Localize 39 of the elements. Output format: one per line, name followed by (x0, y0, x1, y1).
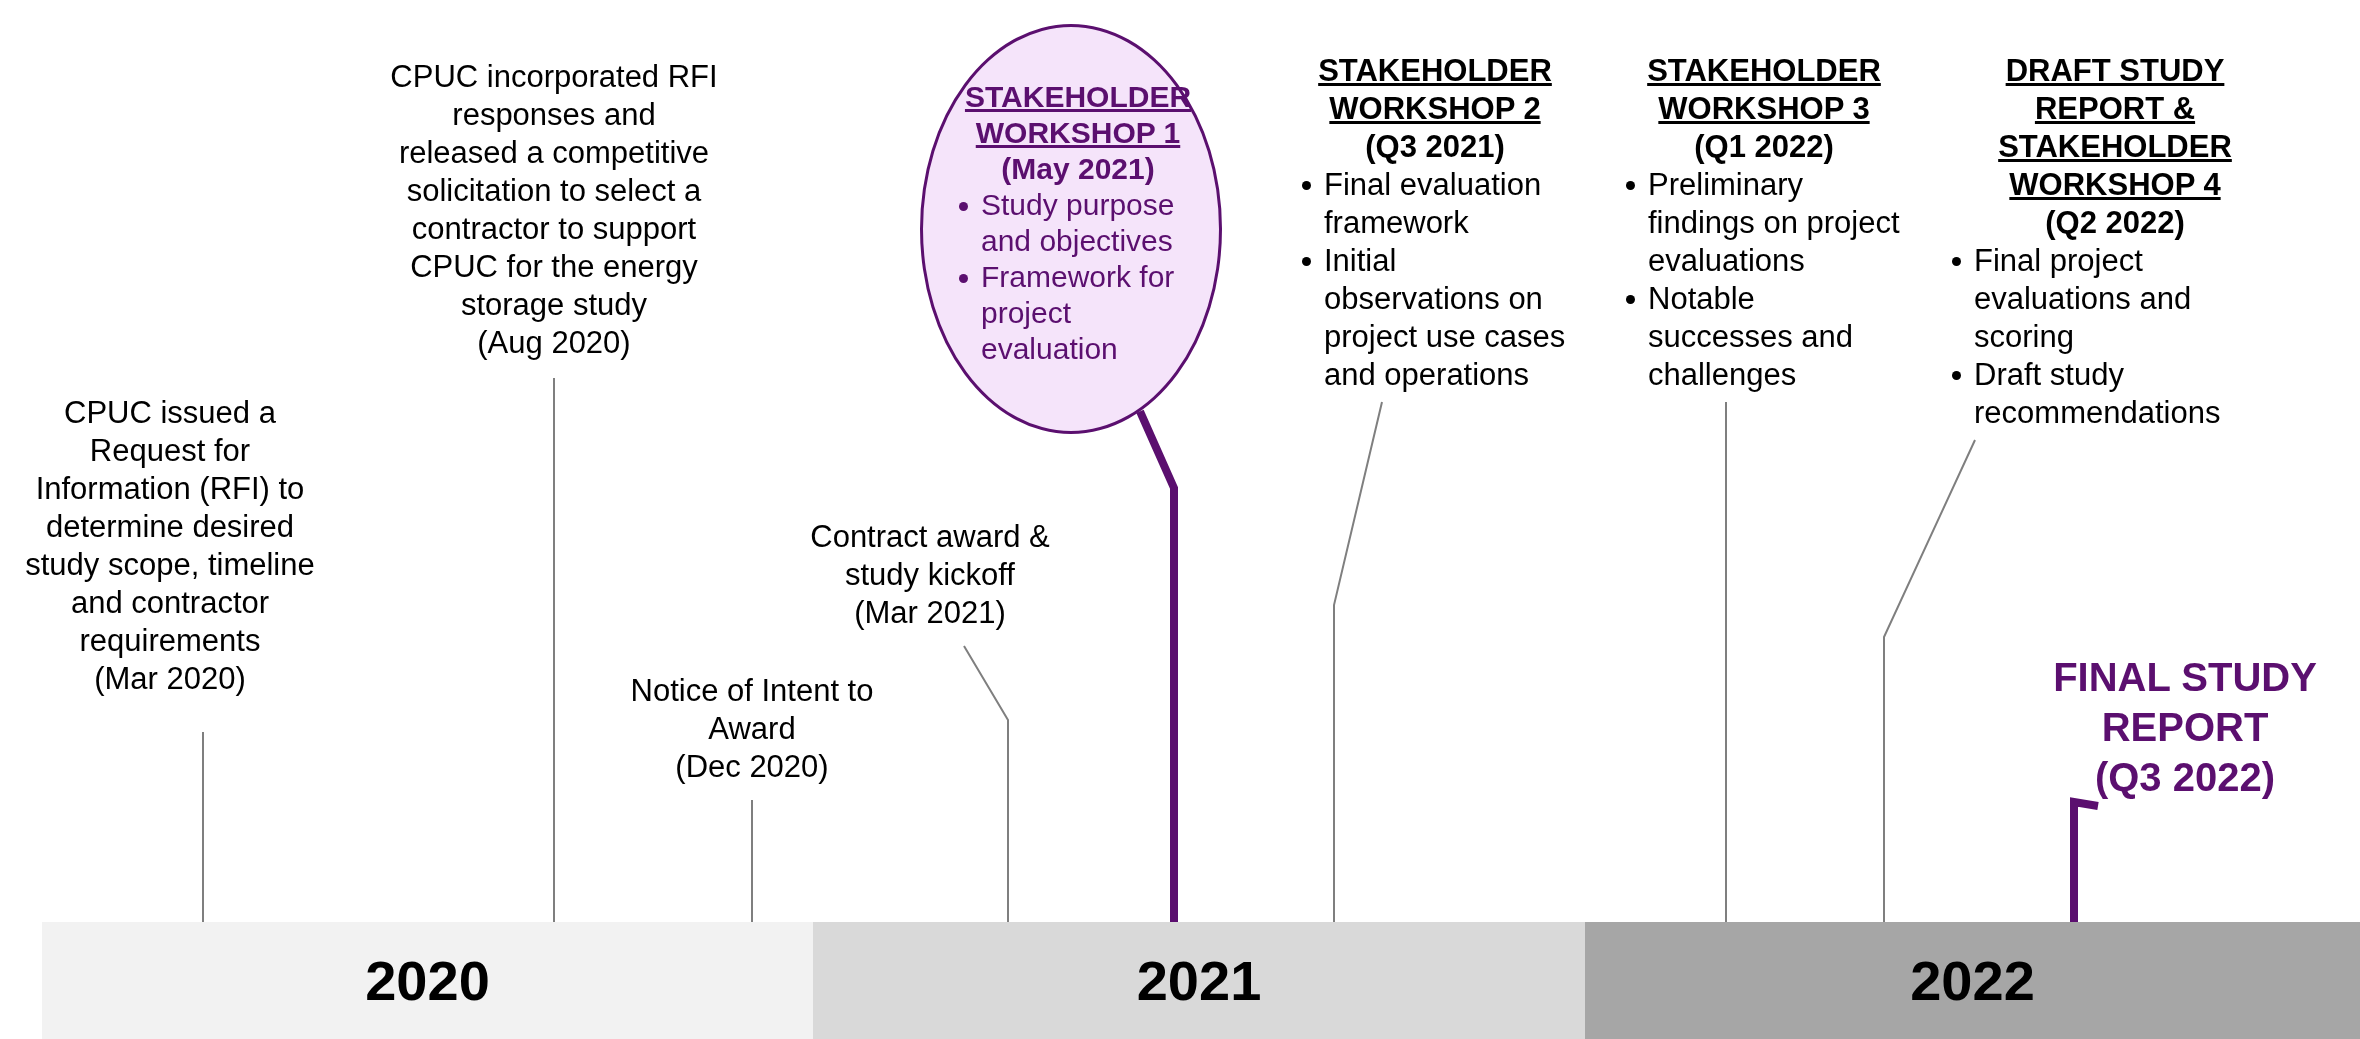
bullet-item: Draft study recommendations (1950, 356, 2280, 432)
bullet-item: Preliminary findings on project evaluations (1624, 166, 1904, 280)
workshop-date: (May 2021) (1000, 151, 1156, 187)
workshop-heading: DRAFT STUDY REPORT & STAKEHOLDER WORKSHOP 4 (1997, 52, 2233, 204)
year-label: 2021 (1136, 948, 1262, 1013)
leader-line (963, 645, 1009, 923)
year-band (1585, 922, 2360, 1039)
bullet-item: Study purpose and objectives (957, 187, 1199, 259)
bullet-item: Initial observations on project use cases and operations (1300, 242, 1570, 394)
leader-line (1333, 401, 1383, 923)
year-band (42, 922, 813, 1039)
leader-line (202, 731, 204, 923)
workshop-date: (Q3 2021) (1364, 128, 1506, 166)
event-text: CPUC incorporated RFI responses and released a competitive solicitation to select a contractor to support CPUC for the energy storage study (389, 58, 719, 324)
workshop-date: (Q1 2022) (1693, 128, 1835, 166)
event-text: Contract award & study kickoff (810, 518, 1050, 594)
event-text: CPUC issued a Request for Information (RFI) to determine desired study scope, timeline and contractor requirements (24, 394, 316, 660)
leader-line (2070, 797, 2099, 922)
year-label: 2020 (365, 948, 490, 1013)
event-date: (Aug 2020) (476, 324, 632, 362)
leader-line (751, 799, 753, 923)
event-text: Notice of Intent to Award (629, 672, 875, 748)
bullet-item: Framework for project evaluation (957, 259, 1199, 367)
event-date: (Mar 2020) (93, 660, 247, 698)
year-label: 2022 (1910, 948, 2035, 1013)
leader-line (1725, 401, 1727, 923)
milestone-title: FINAL STUDY REPORT (2052, 654, 2318, 751)
event-date: (Mar 2021) (853, 594, 1007, 632)
leader-line (553, 377, 555, 923)
event-date: (Dec 2020) (674, 748, 830, 786)
year-band (813, 922, 1585, 1039)
bullet-item: Final evaluation framework (1300, 166, 1570, 242)
bullet-item: Notable successes and challenges (1624, 280, 1904, 394)
workshop-heading: STAKEHOLDER WORKSHOP 3 (1646, 52, 1882, 128)
leader-line (1883, 439, 1976, 923)
bullet-item: Final project evaluations and scoring (1950, 242, 2280, 356)
workshop-heading: STAKEHOLDER WORKSHOP 2 (1317, 52, 1553, 128)
milestone-date: (Q3 2022) (2093, 754, 2277, 801)
workshop-date: (Q2 2022) (2044, 204, 2186, 242)
